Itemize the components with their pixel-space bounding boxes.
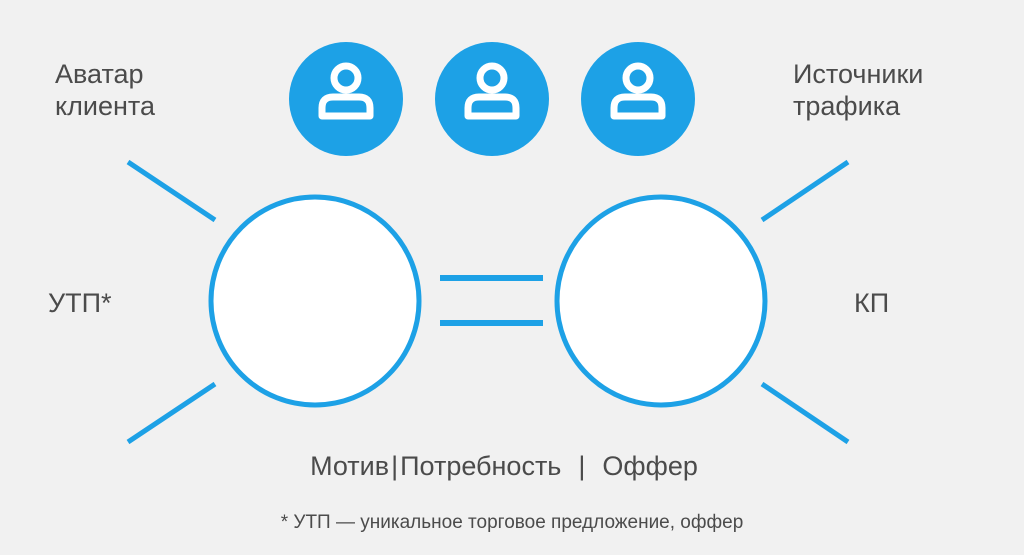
caption-separator-2: |: [578, 451, 586, 481]
right-circle: [554, 194, 768, 408]
connector-bottom-right: [760, 381, 850, 445]
connector-top-right: [760, 159, 850, 223]
label-client-avatar: Аватар клиента: [55, 58, 155, 122]
user-icon-2: [435, 42, 549, 156]
connector-bottom-left: [126, 381, 217, 445]
label-client-avatar-line2: клиента: [55, 91, 155, 121]
connector-top-left: [126, 159, 217, 223]
footnote: * УТП — уникальное торговое предложение,…: [280, 512, 744, 533]
user-icon-1: [289, 42, 403, 156]
label-client-avatar-line1: Аватар: [55, 59, 144, 89]
caption-motive: Мотив: [310, 451, 390, 481]
label-traffic-sources-line2: трафика: [793, 91, 901, 121]
user-icon-3: [581, 42, 695, 156]
label-traffic-sources-line1: Источники: [793, 59, 924, 89]
caption-separator-1: |: [391, 451, 399, 481]
bottom-caption: Мотив|Потребность | Оффер: [0, 449, 1024, 483]
label-kp: КП: [854, 288, 890, 318]
caption-need: Потребность: [400, 451, 562, 481]
left-circle: [208, 194, 422, 408]
caption-offer: Оффер: [602, 451, 698, 481]
label-traffic-sources: Источники трафика: [793, 58, 923, 122]
label-utp: УТП*: [48, 288, 112, 318]
